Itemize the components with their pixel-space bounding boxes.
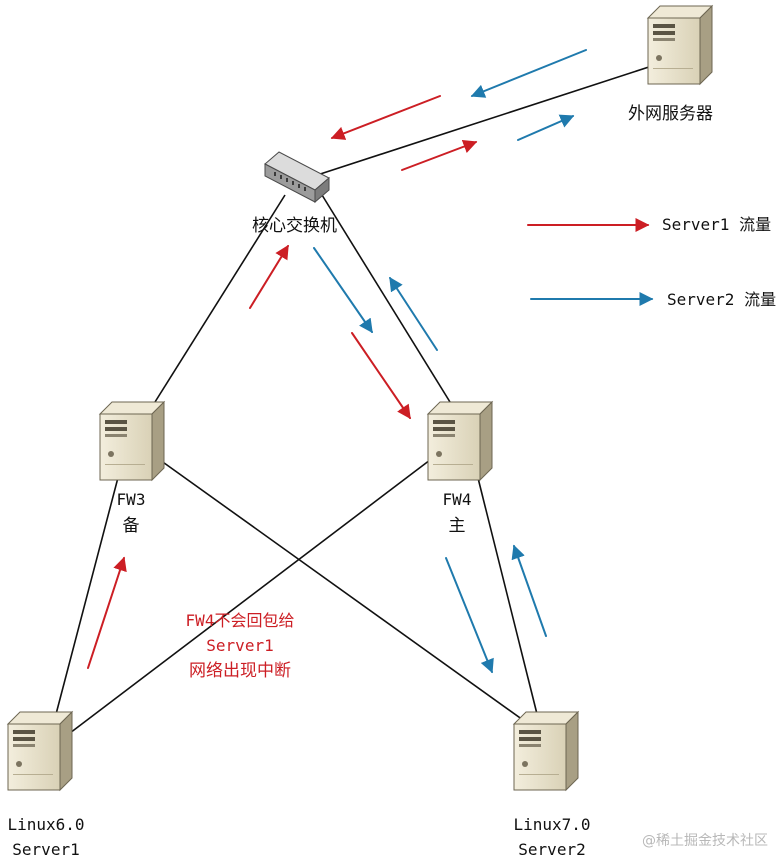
- blue-arrow: [517, 114, 575, 141]
- legend-server2-text: Server2 流量: [667, 290, 777, 309]
- link-fw4-server1: [69, 459, 431, 734]
- red-arrow: [330, 95, 441, 140]
- annotation-line1: FW4不会回包给: [185, 611, 295, 630]
- annotation-line3: 网络出现中断: [189, 661, 291, 681]
- fw3-role: 备: [122, 516, 140, 536]
- link-switch-fw4: [321, 194, 451, 403]
- link-internet-switch: [307, 64, 656, 179]
- links: [54, 64, 656, 734]
- link-switch-fw3: [154, 194, 286, 403]
- server2-label: Server2: [518, 840, 586, 859]
- blue-arrow: [470, 49, 587, 98]
- blue-arrow: [511, 544, 547, 637]
- annotation-line2: Server1: [206, 636, 274, 655]
- server-icon: [427, 401, 493, 481]
- server-icon: [7, 711, 73, 791]
- blue-arrow: [313, 247, 373, 334]
- server-icon: [647, 5, 713, 85]
- blue-arrow: [445, 557, 494, 674]
- internet-server-label: 外网服务器: [628, 104, 713, 124]
- red-arrow: [249, 244, 289, 309]
- legend-server1-text: Server1 流量: [662, 215, 772, 234]
- link-fw3-server1: [54, 469, 121, 719]
- server2-os-label: Linux7.0: [513, 815, 591, 834]
- core-switch-label: 核心交换机: [252, 216, 337, 236]
- watermark: @稀土掘金技术社区: [642, 833, 768, 849]
- traffic-arrows: [87, 49, 654, 674]
- server-icon: [99, 401, 165, 481]
- red-arrow: [351, 332, 411, 420]
- blue-arrow: [389, 276, 438, 351]
- fw3-label: FW3: [116, 490, 146, 509]
- server1-os-label: Linux6.0: [7, 815, 85, 834]
- server1-label: Server1: [12, 840, 80, 859]
- red-arrow: [401, 139, 478, 171]
- red-arrow: [87, 556, 127, 669]
- switch-icon: [264, 151, 330, 204]
- server-icon: [513, 711, 579, 791]
- link-fw3-server2: [159, 459, 531, 726]
- fw4-role: 主: [448, 516, 466, 536]
- fw4-label: FW4: [442, 490, 472, 509]
- link-fw4-server2: [477, 477, 539, 719]
